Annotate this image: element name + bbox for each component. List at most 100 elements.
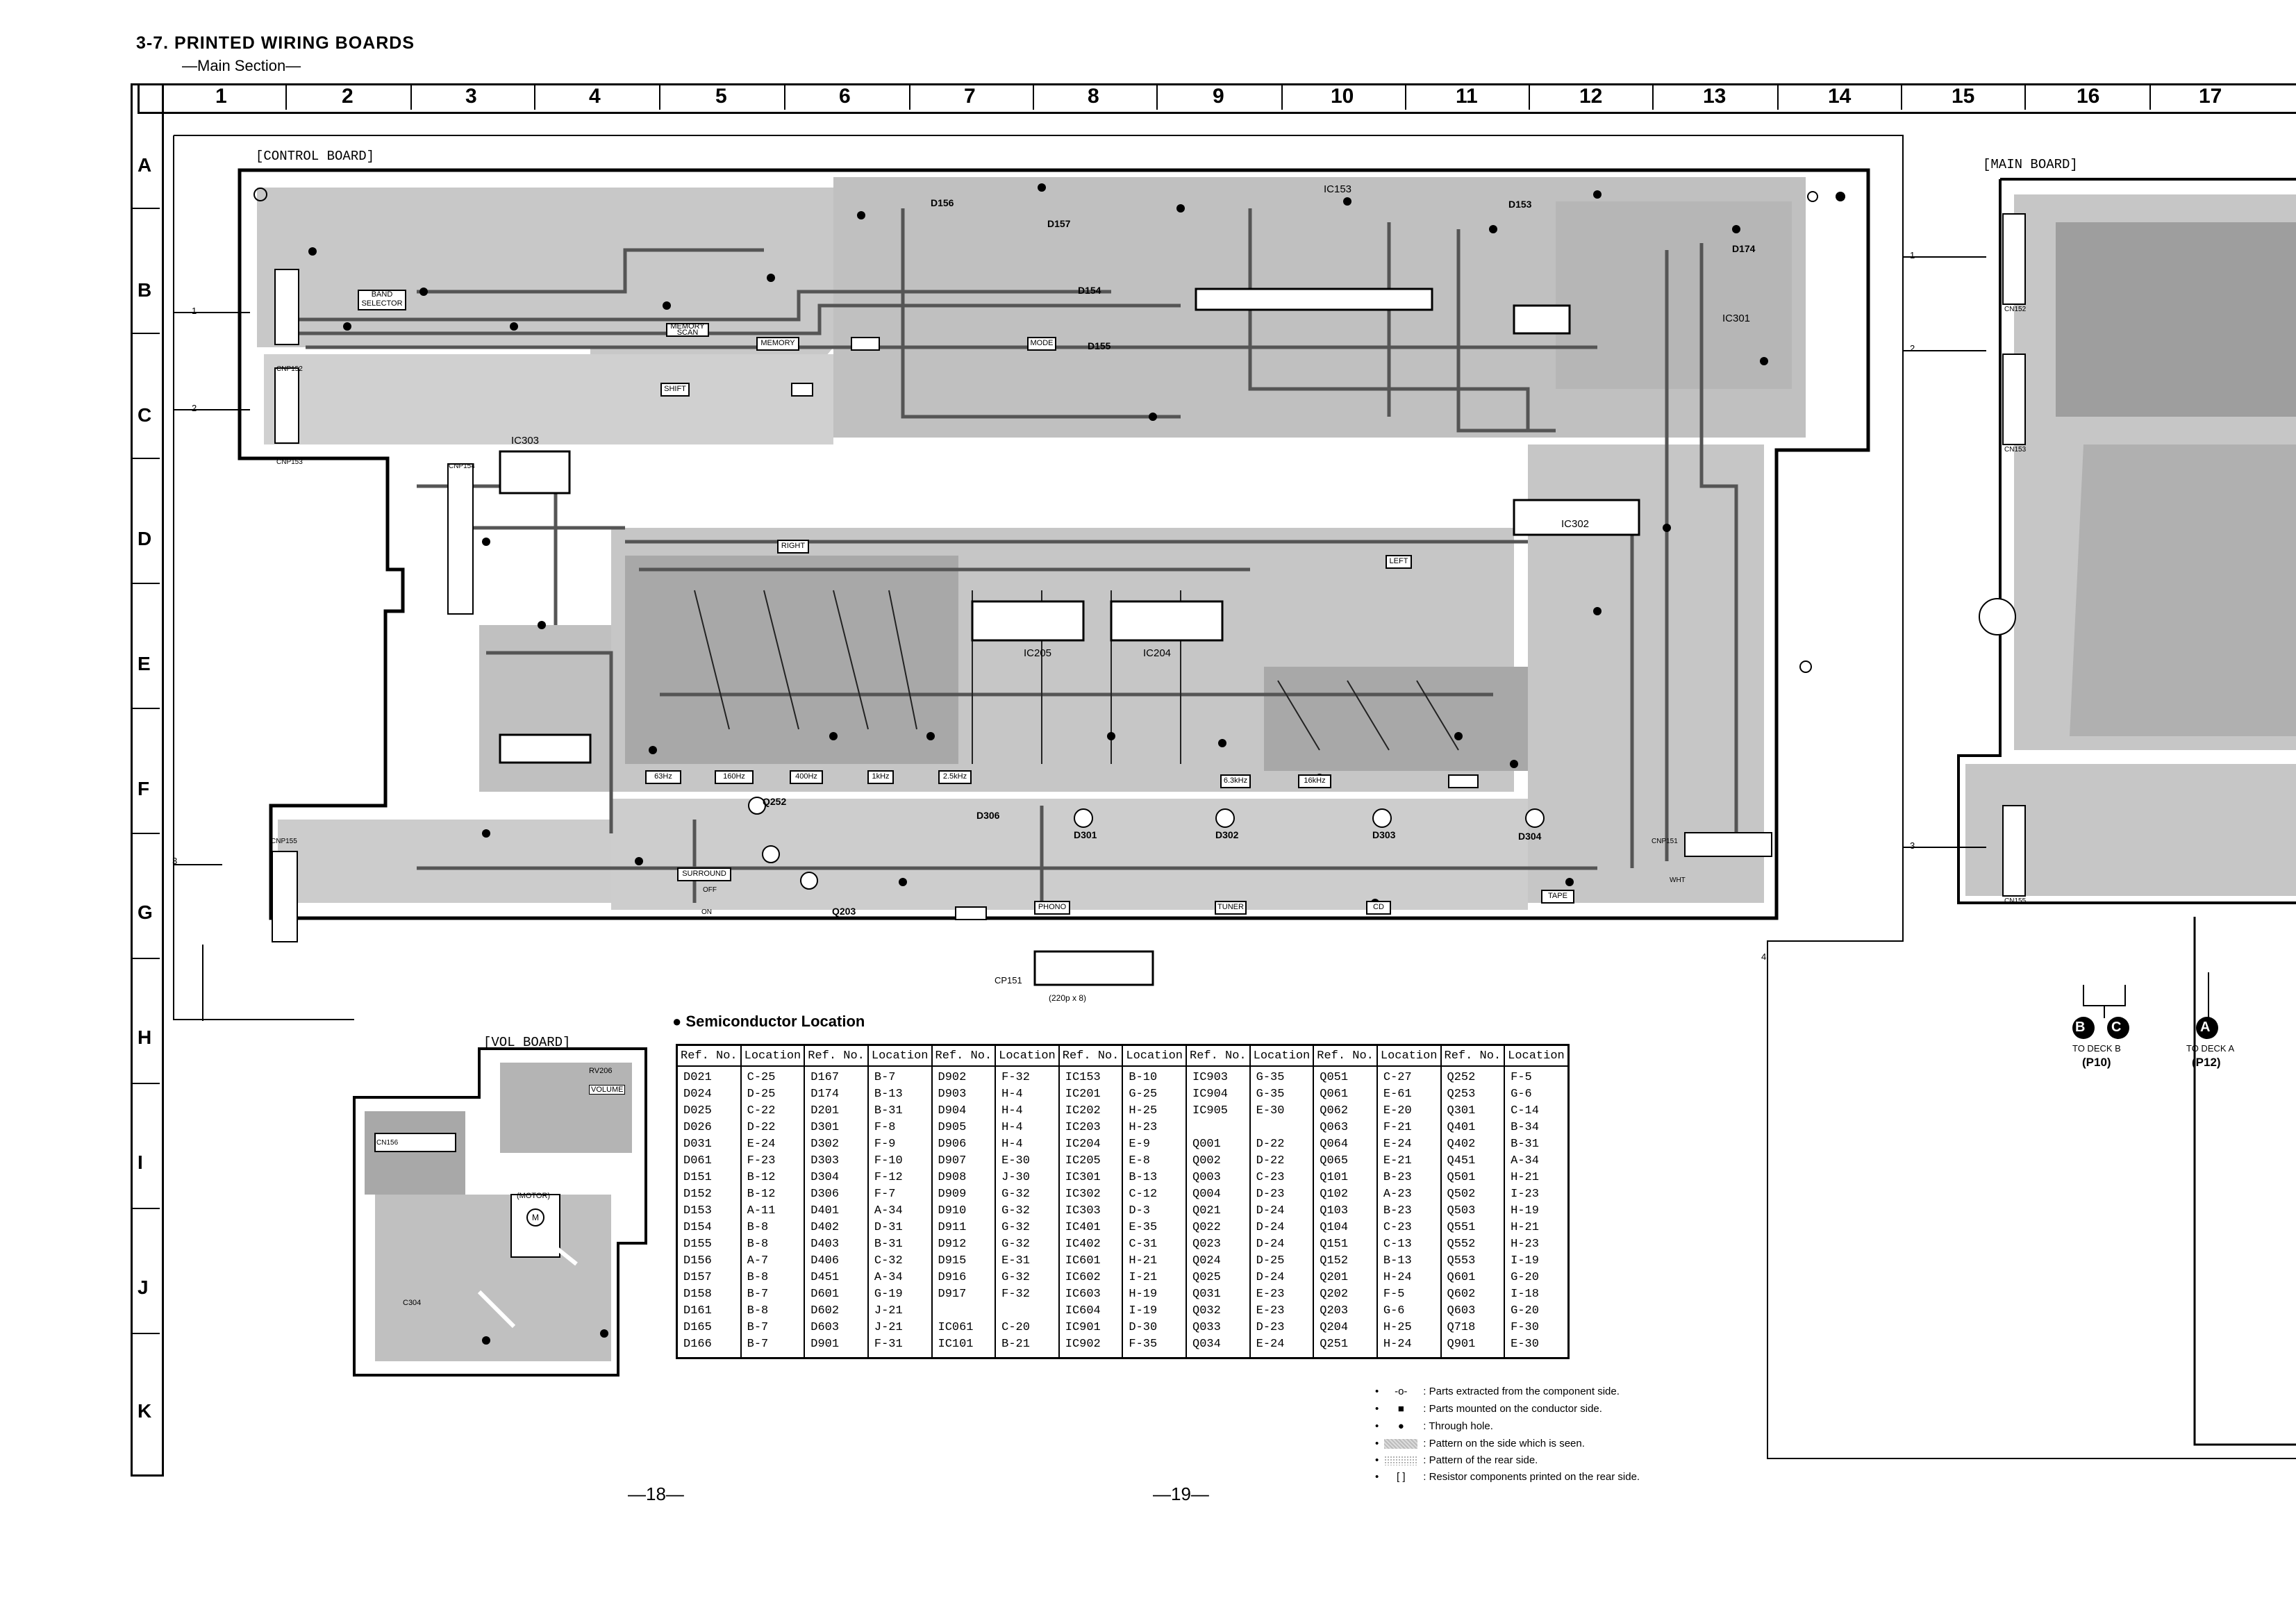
connector-2-main-label: 2 (1910, 343, 1915, 354)
table-header-cell: Location (867, 1044, 933, 1067)
table-cell: I-21 (1122, 1270, 1187, 1286)
table-cell: Q402 (1440, 1136, 1506, 1153)
deck-c-marker: C (2111, 1020, 2122, 1035)
legend-symbol: ■ (1397, 1403, 1404, 1415)
table-cell: D025 (676, 1103, 742, 1120)
table-cell: D031 (676, 1136, 742, 1153)
table-cell: G-32 (995, 1186, 1060, 1203)
table-cell: IC604 (1058, 1303, 1124, 1320)
freq-label: 1kHz (872, 772, 890, 781)
table-cell: B-8 (740, 1236, 806, 1253)
table-header-cell: Ref. No. (1186, 1044, 1251, 1067)
table-cell: Q023 (1186, 1236, 1251, 1253)
cnp151-label: CNP151 (1652, 838, 1678, 845)
table-cell: F-7 (867, 1186, 933, 1203)
control-board-label: [CONTROL BOARD] (256, 149, 375, 164)
table-cell: D024 (676, 1086, 742, 1103)
col-label: 3 (465, 85, 477, 108)
table-cell: H-4 (995, 1103, 1060, 1120)
cd-label: CD (1373, 903, 1384, 911)
table-cell: Q061 (1313, 1086, 1378, 1103)
cn156-label: CN156 (376, 1139, 399, 1147)
table-cell: IC901 (1058, 1320, 1124, 1336)
table-cell: D910 (931, 1203, 997, 1220)
table-cell: Q021 (1186, 1203, 1251, 1220)
table-cell: D911 (931, 1220, 997, 1236)
legend-item: •: Pattern of the rear side. (1375, 1454, 1538, 1466)
table-cell: D905 (931, 1120, 997, 1136)
row-label: F (138, 778, 150, 799)
d306-label: D306 (976, 810, 1000, 821)
table-cell: B-12 (740, 1186, 806, 1203)
table-cell: F-10 (867, 1153, 933, 1170)
table-header-cell: Ref. No. (1058, 1044, 1124, 1067)
table-cell: D161 (676, 1303, 742, 1320)
table-cell: F-5 (1376, 1286, 1442, 1303)
freq-label: 63Hz (654, 772, 672, 781)
table-cell: Q004 (1186, 1186, 1251, 1203)
table-cell: B-23 (1376, 1203, 1442, 1220)
page-subtitle: —Main Section— (182, 57, 301, 74)
table-cell: IC205 (1058, 1153, 1124, 1170)
table-cell: D917 (931, 1286, 997, 1303)
table-cell (931, 1303, 997, 1320)
table-cell: E-61 (1376, 1086, 1442, 1103)
freq-label: 400Hz (795, 772, 817, 781)
table-header-cell: Ref. No. (1313, 1044, 1378, 1067)
table-cell: B-7 (740, 1286, 806, 1303)
table-cell: Q101 (1313, 1170, 1378, 1186)
table-cell: D061 (676, 1153, 742, 1170)
left-label: LEFT (1389, 557, 1408, 565)
table-cell (1249, 1120, 1315, 1136)
legend-item: •●: Through hole. (1375, 1420, 1493, 1432)
table-cell: Q051 (1313, 1066, 1378, 1086)
table-cell: I-18 (1504, 1286, 1570, 1303)
table-cell: B-31 (867, 1103, 933, 1120)
legend-item: •-o-: Parts extracted from the component… (1375, 1386, 1620, 1397)
table-cell: Q552 (1440, 1236, 1506, 1253)
table-cell: F-31 (867, 1336, 933, 1358)
semiconductor-title: ● Semiconductor Location (672, 1013, 865, 1030)
row-grid (131, 83, 164, 1477)
page-number-right: —19— (1153, 1483, 1209, 1504)
table-cell: D402 (804, 1220, 869, 1236)
table-cell: H-21 (1504, 1220, 1570, 1236)
table-cell: H-24 (1376, 1270, 1442, 1286)
table-cell: G-6 (1504, 1086, 1570, 1103)
table-cell: H-19 (1504, 1203, 1570, 1220)
table-cell: G-35 (1249, 1066, 1315, 1086)
table-header-cell: Ref. No. (1440, 1044, 1506, 1067)
table-cell: H-23 (1504, 1236, 1570, 1253)
table-cell: IC903 (1186, 1066, 1251, 1086)
table-cell: D912 (931, 1236, 997, 1253)
table-cell: Q253 (1440, 1086, 1506, 1103)
table-cell: D166 (676, 1336, 742, 1358)
table-cell: D021 (676, 1066, 742, 1086)
table-cell: Q032 (1186, 1303, 1251, 1320)
legend-item: •[ ]: Resistor components printed on the… (1375, 1471, 1640, 1483)
connector-3-main-label: 3 (1910, 840, 1915, 851)
table-cell: IC904 (1186, 1086, 1251, 1103)
table-cell: D167 (804, 1066, 869, 1086)
surround-label: SURROUND (682, 870, 726, 878)
table-cell: G-20 (1504, 1303, 1570, 1320)
table-cell: J-21 (867, 1320, 933, 1336)
table-cell: D-24 (1249, 1203, 1315, 1220)
table-cell: D-22 (740, 1120, 806, 1136)
table-cell: F-9 (867, 1136, 933, 1153)
table-cell: B-8 (740, 1220, 806, 1236)
table-cell: Q252 (1440, 1066, 1506, 1086)
table-cell: G-32 (995, 1270, 1060, 1286)
table-cell: IC603 (1058, 1286, 1124, 1303)
table-cell: C-13 (1376, 1236, 1442, 1253)
table-cell: Q251 (1313, 1336, 1378, 1358)
connector-3-label: 3 (172, 856, 178, 866)
table-header-cell: Location (1249, 1044, 1315, 1067)
